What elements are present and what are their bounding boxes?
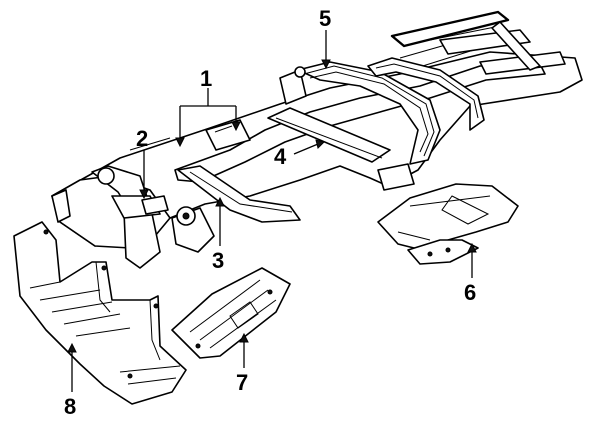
callout-1: 1 [200,66,212,91]
callout-5: 5 [319,6,331,31]
callout-3: 3 [212,248,224,273]
vehicle-frame [51,10,583,269]
callout-2: 2 [136,126,148,151]
skid-plate-6 [377,183,519,265]
callout-4: 4 [274,144,287,169]
callout-8: 8 [64,394,76,419]
callout-7: 7 [236,370,248,395]
skid-plate-8 [13,221,187,405]
cross-member-front [177,165,301,223]
cross-member-center [267,107,391,163]
skid-plate-7 [171,267,291,359]
leader-lines [67,30,477,392]
callout-6: 6 [464,280,476,305]
